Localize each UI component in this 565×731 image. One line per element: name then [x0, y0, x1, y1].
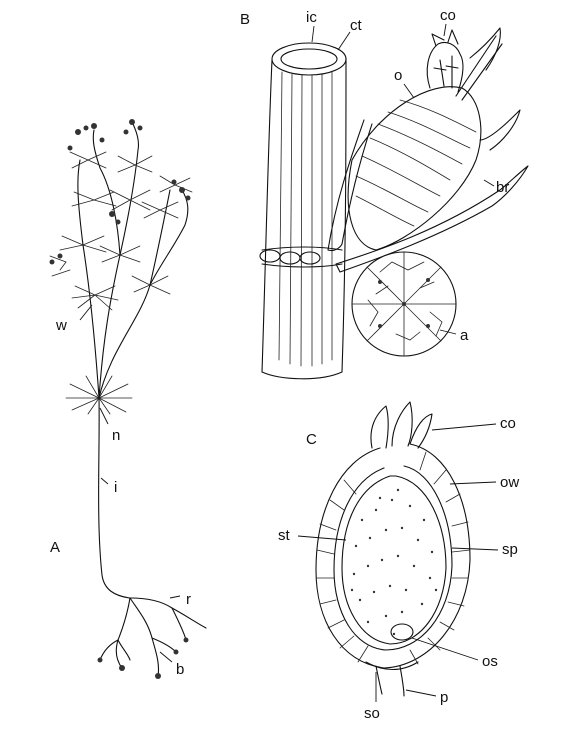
panel-b-letter: B [240, 11, 250, 28]
label-a: a [460, 327, 469, 344]
label-w: w [55, 317, 67, 334]
label-br: br [496, 179, 509, 196]
label-r: r [186, 591, 191, 608]
label-p: p [440, 689, 448, 706]
label-o: o [394, 67, 402, 84]
label-co: co [440, 7, 456, 24]
label-b: b [176, 661, 184, 678]
panel-c-letter: C [306, 431, 317, 448]
label-so: so [364, 705, 380, 722]
label-n: n [112, 427, 120, 444]
label-ow: ow [500, 474, 519, 491]
panel-c-section-drawing [298, 402, 498, 702]
label-ct: ct [350, 17, 363, 34]
label-st: st [278, 527, 291, 544]
label-ic: ic [306, 9, 317, 26]
panel-a-letter: A [50, 539, 60, 556]
label-co-c: co [500, 415, 516, 432]
label-sp: sp [502, 541, 518, 558]
label-i: i [114, 479, 117, 496]
label-os: os [482, 653, 498, 670]
panel-a-plant-drawing [50, 119, 207, 679]
